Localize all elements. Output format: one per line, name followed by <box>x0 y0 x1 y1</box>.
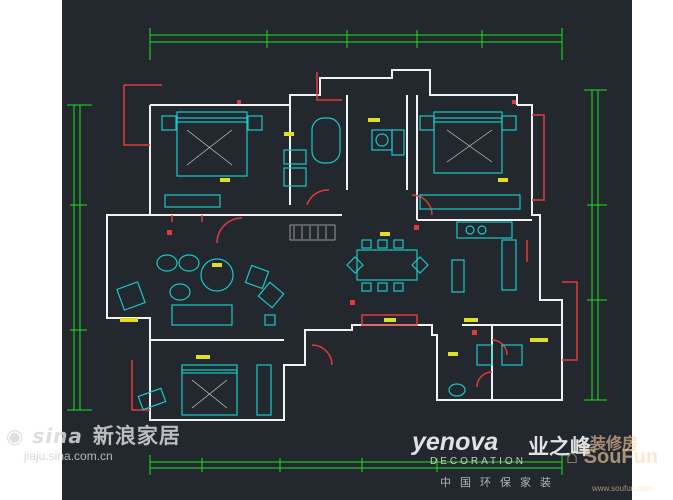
furniture-details <box>186 129 493 409</box>
red-markers <box>167 100 516 335</box>
yenova-decoration: DECORATION <box>430 456 526 467</box>
dimension-lines <box>67 28 607 475</box>
yenova-logo: yenova <box>412 428 499 456</box>
sina-url: jiaju.sina.com.cn <box>24 449 113 463</box>
soufun-url: www.soufun.com <box>592 484 653 493</box>
soufun-chinese-name: 装修房 <box>590 434 639 453</box>
floor-plan <box>67 28 607 475</box>
furniture <box>116 111 523 416</box>
doors <box>123 72 578 411</box>
soufun-logo-text: SouFun <box>583 446 659 468</box>
sina-eye-logo-icon: ◉ <box>6 424 25 448</box>
yenova-chinese-name: 业之峰 <box>528 435 591 459</box>
walls <box>106 69 563 421</box>
yenova-slogan: 中国环保家装 <box>440 476 560 489</box>
sina-watermark: ◉ sina 新浪家居 <box>6 420 181 450</box>
room-label-marks <box>120 118 548 359</box>
sina-name: 新浪家居 <box>92 424 181 448</box>
cad-drawing-area <box>62 0 632 500</box>
soufun-logo: ⌂ SouFun <box>566 446 658 469</box>
soufun-house-logo-icon: ⌂ <box>566 446 579 468</box>
sina-logo-text: sina <box>32 424 83 448</box>
